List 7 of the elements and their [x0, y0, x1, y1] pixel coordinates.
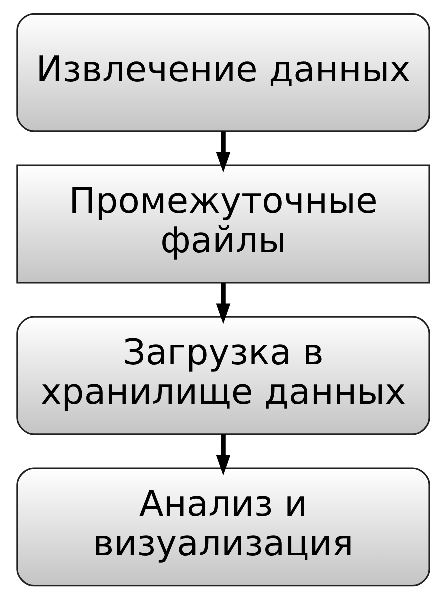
node-box: Промежуточные файлы — [16, 164, 430, 284]
node-box: Извлечение данных — [16, 13, 430, 132]
arrow — [216, 434, 231, 476]
node-box: Загрузка в хранилище данных — [16, 316, 430, 436]
node-box: Анализ и визуализация — [16, 468, 430, 587]
arrow — [216, 283, 231, 324]
arrow — [216, 132, 231, 173]
